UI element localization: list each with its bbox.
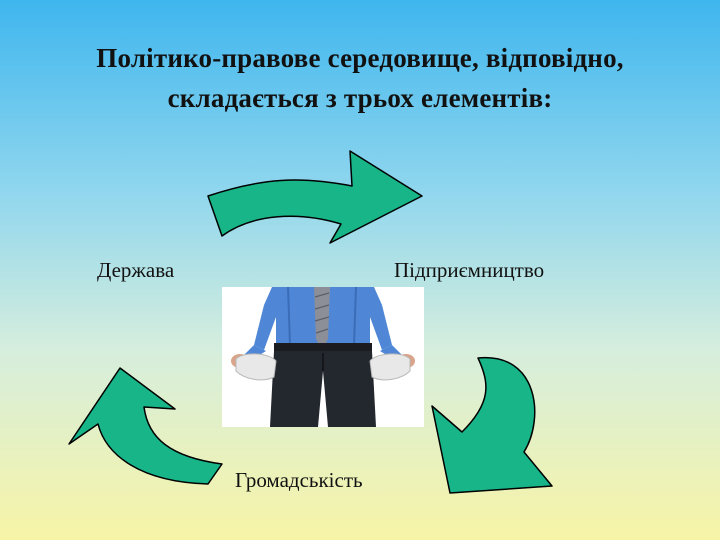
arrow-top — [208, 151, 422, 243]
label-public: Громадськість — [235, 468, 363, 493]
label-state: Держава — [97, 258, 174, 283]
empty-pockets-photo — [222, 287, 424, 427]
label-business: Підприємництво — [394, 258, 544, 283]
arrow-left — [69, 368, 222, 484]
arrow-right — [432, 358, 552, 493]
